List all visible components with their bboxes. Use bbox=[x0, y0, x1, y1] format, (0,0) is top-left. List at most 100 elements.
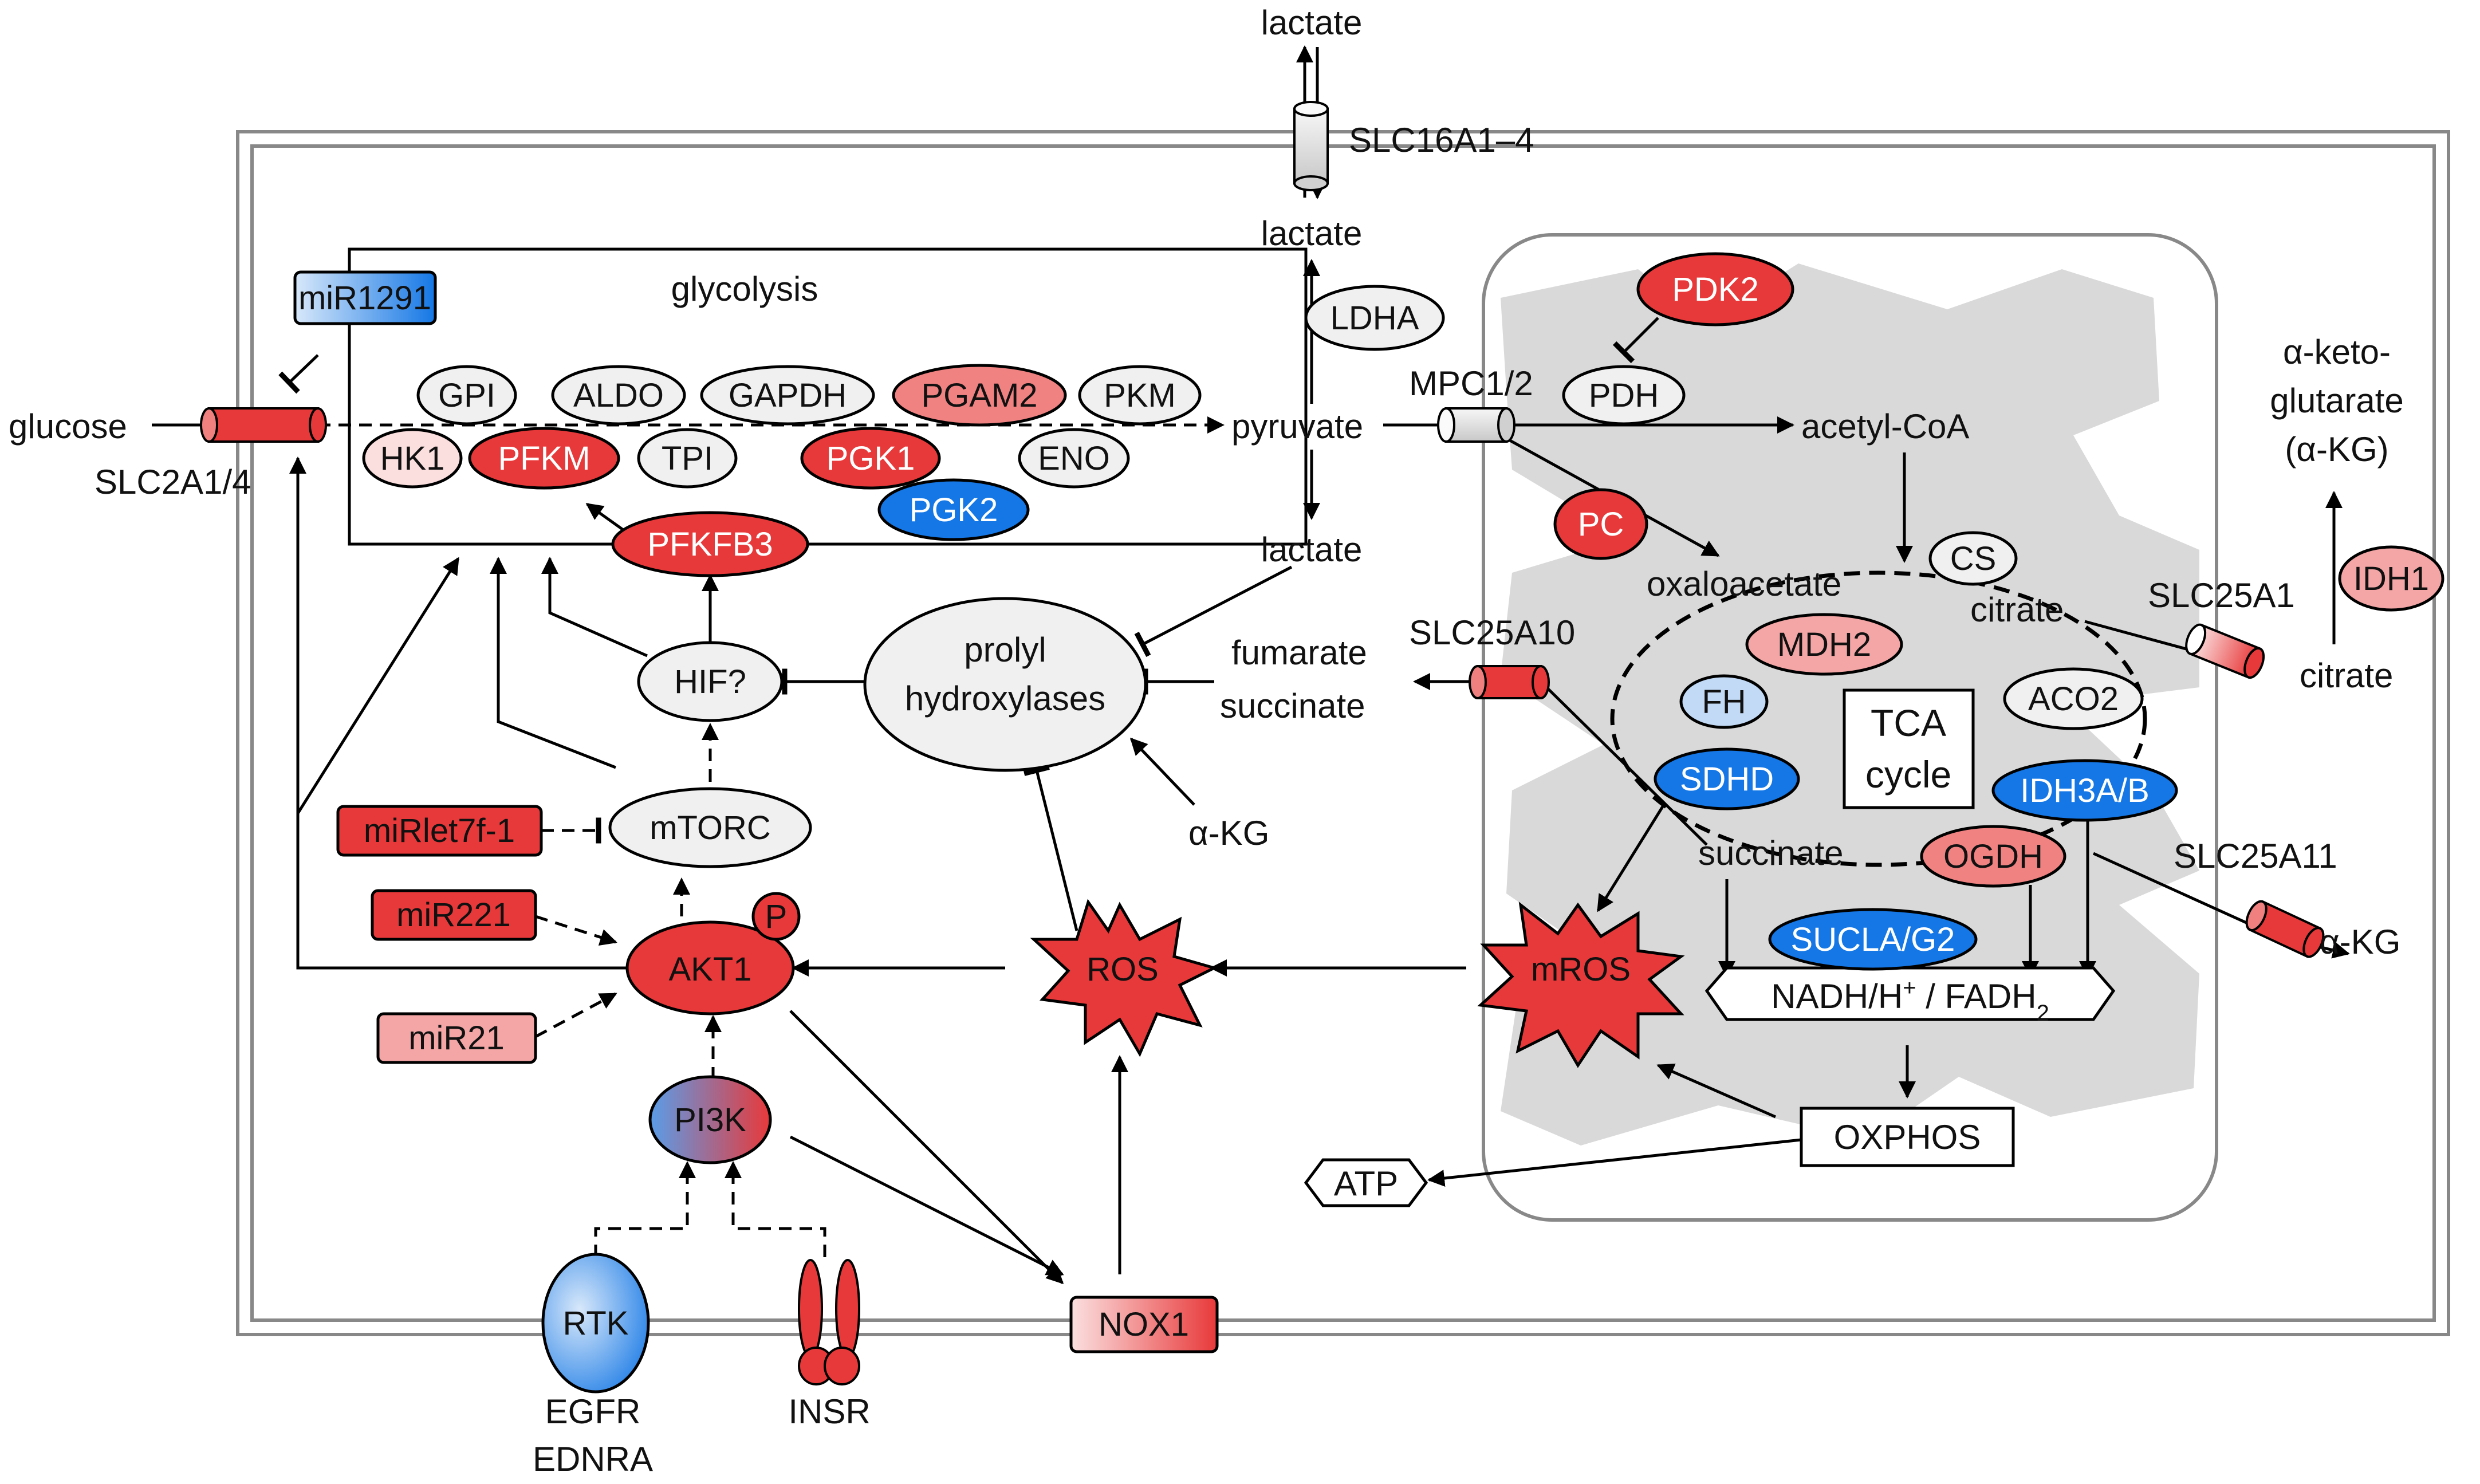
label-fumarate: fumarate bbox=[1231, 633, 1367, 672]
tca-label-line1: TCA bbox=[1871, 702, 1946, 744]
node-eno-shape bbox=[1018, 428, 1130, 489]
nadh-mid: / FADH bbox=[1916, 977, 2037, 1015]
insr-receptor-icon bbox=[798, 1259, 860, 1385]
node-aldo: ALDO bbox=[573, 377, 664, 414]
node-gapdh: GAPDH bbox=[729, 377, 847, 414]
node-idh3ab-shape bbox=[1991, 759, 2178, 822]
nadh-text: NADH/H bbox=[1771, 977, 1903, 1015]
nadh-sub: 2 bbox=[2037, 1001, 2049, 1026]
node-p: P bbox=[765, 898, 788, 935]
tca-cycle-ring bbox=[1610, 570, 2147, 867]
node-aco2-shape bbox=[2003, 667, 2144, 730]
node-mir1291-shape bbox=[293, 270, 437, 325]
node-p-shape bbox=[751, 892, 801, 941]
label-succinate-mito: succinate bbox=[1698, 834, 1843, 872]
atp-label: ATP bbox=[1334, 1164, 1398, 1203]
node-gpi: GPI bbox=[438, 377, 495, 414]
node-pc-shape bbox=[1553, 488, 1648, 560]
node-idh1-shape bbox=[2338, 545, 2444, 612]
node-pi3k: PI3K bbox=[674, 1101, 746, 1139]
label-slc25a10: SLC25A10 bbox=[1409, 613, 1575, 652]
node-tpi: TPI bbox=[662, 440, 713, 477]
node-hk1: HK1 bbox=[380, 440, 445, 477]
node-tpi-shape bbox=[637, 428, 738, 489]
node-rtk: RTK bbox=[563, 1305, 629, 1342]
label-lactate-lower: lactate bbox=[1261, 530, 1363, 569]
node-hif: HIF? bbox=[674, 663, 746, 700]
node-sdhd-shape bbox=[1654, 747, 1800, 810]
node-mir221: miR221 bbox=[396, 896, 511, 934]
node-mir1291: miR1291 bbox=[298, 280, 431, 317]
node-pgk1: PGK1 bbox=[826, 440, 915, 477]
node-mtorc: mTORC bbox=[649, 809, 771, 847]
label-akg-line3: (α-KG) bbox=[2285, 430, 2388, 469]
label-insr: INSR bbox=[788, 1392, 870, 1431]
transporter-slc25a11 bbox=[2245, 900, 2325, 958]
node-pfkfb3-shape bbox=[611, 511, 809, 577]
label-ednra: EDNRA bbox=[533, 1440, 653, 1478]
node-ros-shape bbox=[1030, 899, 1218, 1057]
label-citrate-cytosol: citrate bbox=[2300, 656, 2393, 695]
node-akt1-shape bbox=[625, 920, 795, 1015]
node-mir21-shape bbox=[376, 1012, 537, 1064]
node-nox1-shape bbox=[1069, 1296, 1219, 1353]
node-aldo-shape bbox=[551, 365, 686, 426]
node-ros: ROS bbox=[1087, 951, 1159, 988]
label-akg-line2: glutarate bbox=[2270, 381, 2404, 420]
transporter-slc25a10 bbox=[1469, 665, 1550, 699]
prolyl-label-line1: prolyl bbox=[964, 631, 1046, 669]
glycolysis-title: glycolysis bbox=[671, 270, 818, 308]
node-pdk2: PDK2 bbox=[1672, 271, 1759, 308]
node-cs-shape bbox=[1928, 531, 2018, 586]
label-akg-line1: α-keto- bbox=[2283, 333, 2391, 371]
node-idh1: IDH1 bbox=[2353, 560, 2429, 597]
node-pgk1-shape bbox=[800, 427, 941, 490]
nadh-sup: + bbox=[1903, 975, 1916, 1001]
label-akg-out: α-KG bbox=[2320, 923, 2400, 961]
node-pgk2: PGK2 bbox=[910, 491, 998, 529]
node-pgam2-shape bbox=[892, 364, 1067, 427]
label-lactate-extracellular: lactate bbox=[1261, 3, 1363, 42]
label-citrate-mito: citrate bbox=[1970, 591, 2064, 629]
node-pgam2: PGAM2 bbox=[921, 377, 1037, 414]
label-oxaloacetate: oxaloacetate bbox=[1647, 565, 1841, 603]
prolyl-label-line2: hydroxylases bbox=[905, 679, 1105, 718]
label-slc16a1-4: SLC16A1–4 bbox=[1349, 121, 1534, 159]
svg-text:NADH/H+ / FADH2: NADH/H+ / FADH2 bbox=[1771, 975, 2049, 1026]
label-succinate-cytosol: succinate bbox=[1220, 687, 1365, 725]
label-acetyl-coa: acetyl-CoA bbox=[1801, 407, 1969, 446]
node-pfkfb3: PFKFB3 bbox=[647, 526, 773, 563]
node-rtk-shape bbox=[541, 1253, 650, 1394]
atp-node: ATP bbox=[1304, 1158, 1428, 1207]
nadh-fadh2-node: NADH/H+ / FADH2 bbox=[1704, 966, 2116, 1026]
node-pfkm-shape bbox=[468, 427, 620, 490]
node-idh3ab: IDH3A/B bbox=[2020, 772, 2150, 809]
node-pdk2-shape bbox=[1636, 252, 1794, 326]
node-gapdh-shape bbox=[700, 365, 875, 426]
node-sdhd: SDHD bbox=[1680, 761, 1774, 798]
node-pdh: PDH bbox=[1589, 377, 1659, 414]
oxphos-node: OXPHOS bbox=[1800, 1107, 2015, 1167]
node-mir21: miR21 bbox=[408, 1019, 505, 1057]
label-slc2a1-4: SLC2A1/4 bbox=[95, 463, 251, 501]
node-cs: CS bbox=[1950, 540, 1997, 577]
transporter-slc16a1-4 bbox=[1293, 101, 1329, 191]
transporter-slc25a1 bbox=[2185, 623, 2265, 679]
glycolysis-box bbox=[348, 247, 1308, 546]
prolyl-hydroxylases-node: prolyl hydroxylases bbox=[863, 597, 1147, 772]
node-mir221-shape bbox=[371, 889, 537, 941]
node-pc: PC bbox=[1578, 506, 1624, 543]
transporter-slc2a1-4 bbox=[200, 407, 327, 443]
node-pfkm: PFKM bbox=[498, 440, 590, 477]
node-mros-shape bbox=[1477, 902, 1685, 1068]
node-gpi-shape bbox=[416, 365, 517, 426]
label-lactate-cytosol: lactate bbox=[1261, 214, 1363, 253]
node-fh: FH bbox=[1702, 683, 1746, 721]
label-pyruvate: pyruvate bbox=[1231, 407, 1363, 446]
transporter-mpc bbox=[1437, 407, 1515, 443]
label-slc25a11: SLC25A11 bbox=[2174, 837, 2337, 875]
node-sucla: SUCLA/G2 bbox=[1791, 921, 1955, 958]
node-sucla-shape bbox=[1768, 908, 1978, 971]
node-nox1: NOX1 bbox=[1099, 1306, 1189, 1343]
node-ogdh: OGDH bbox=[1943, 838, 2043, 875]
